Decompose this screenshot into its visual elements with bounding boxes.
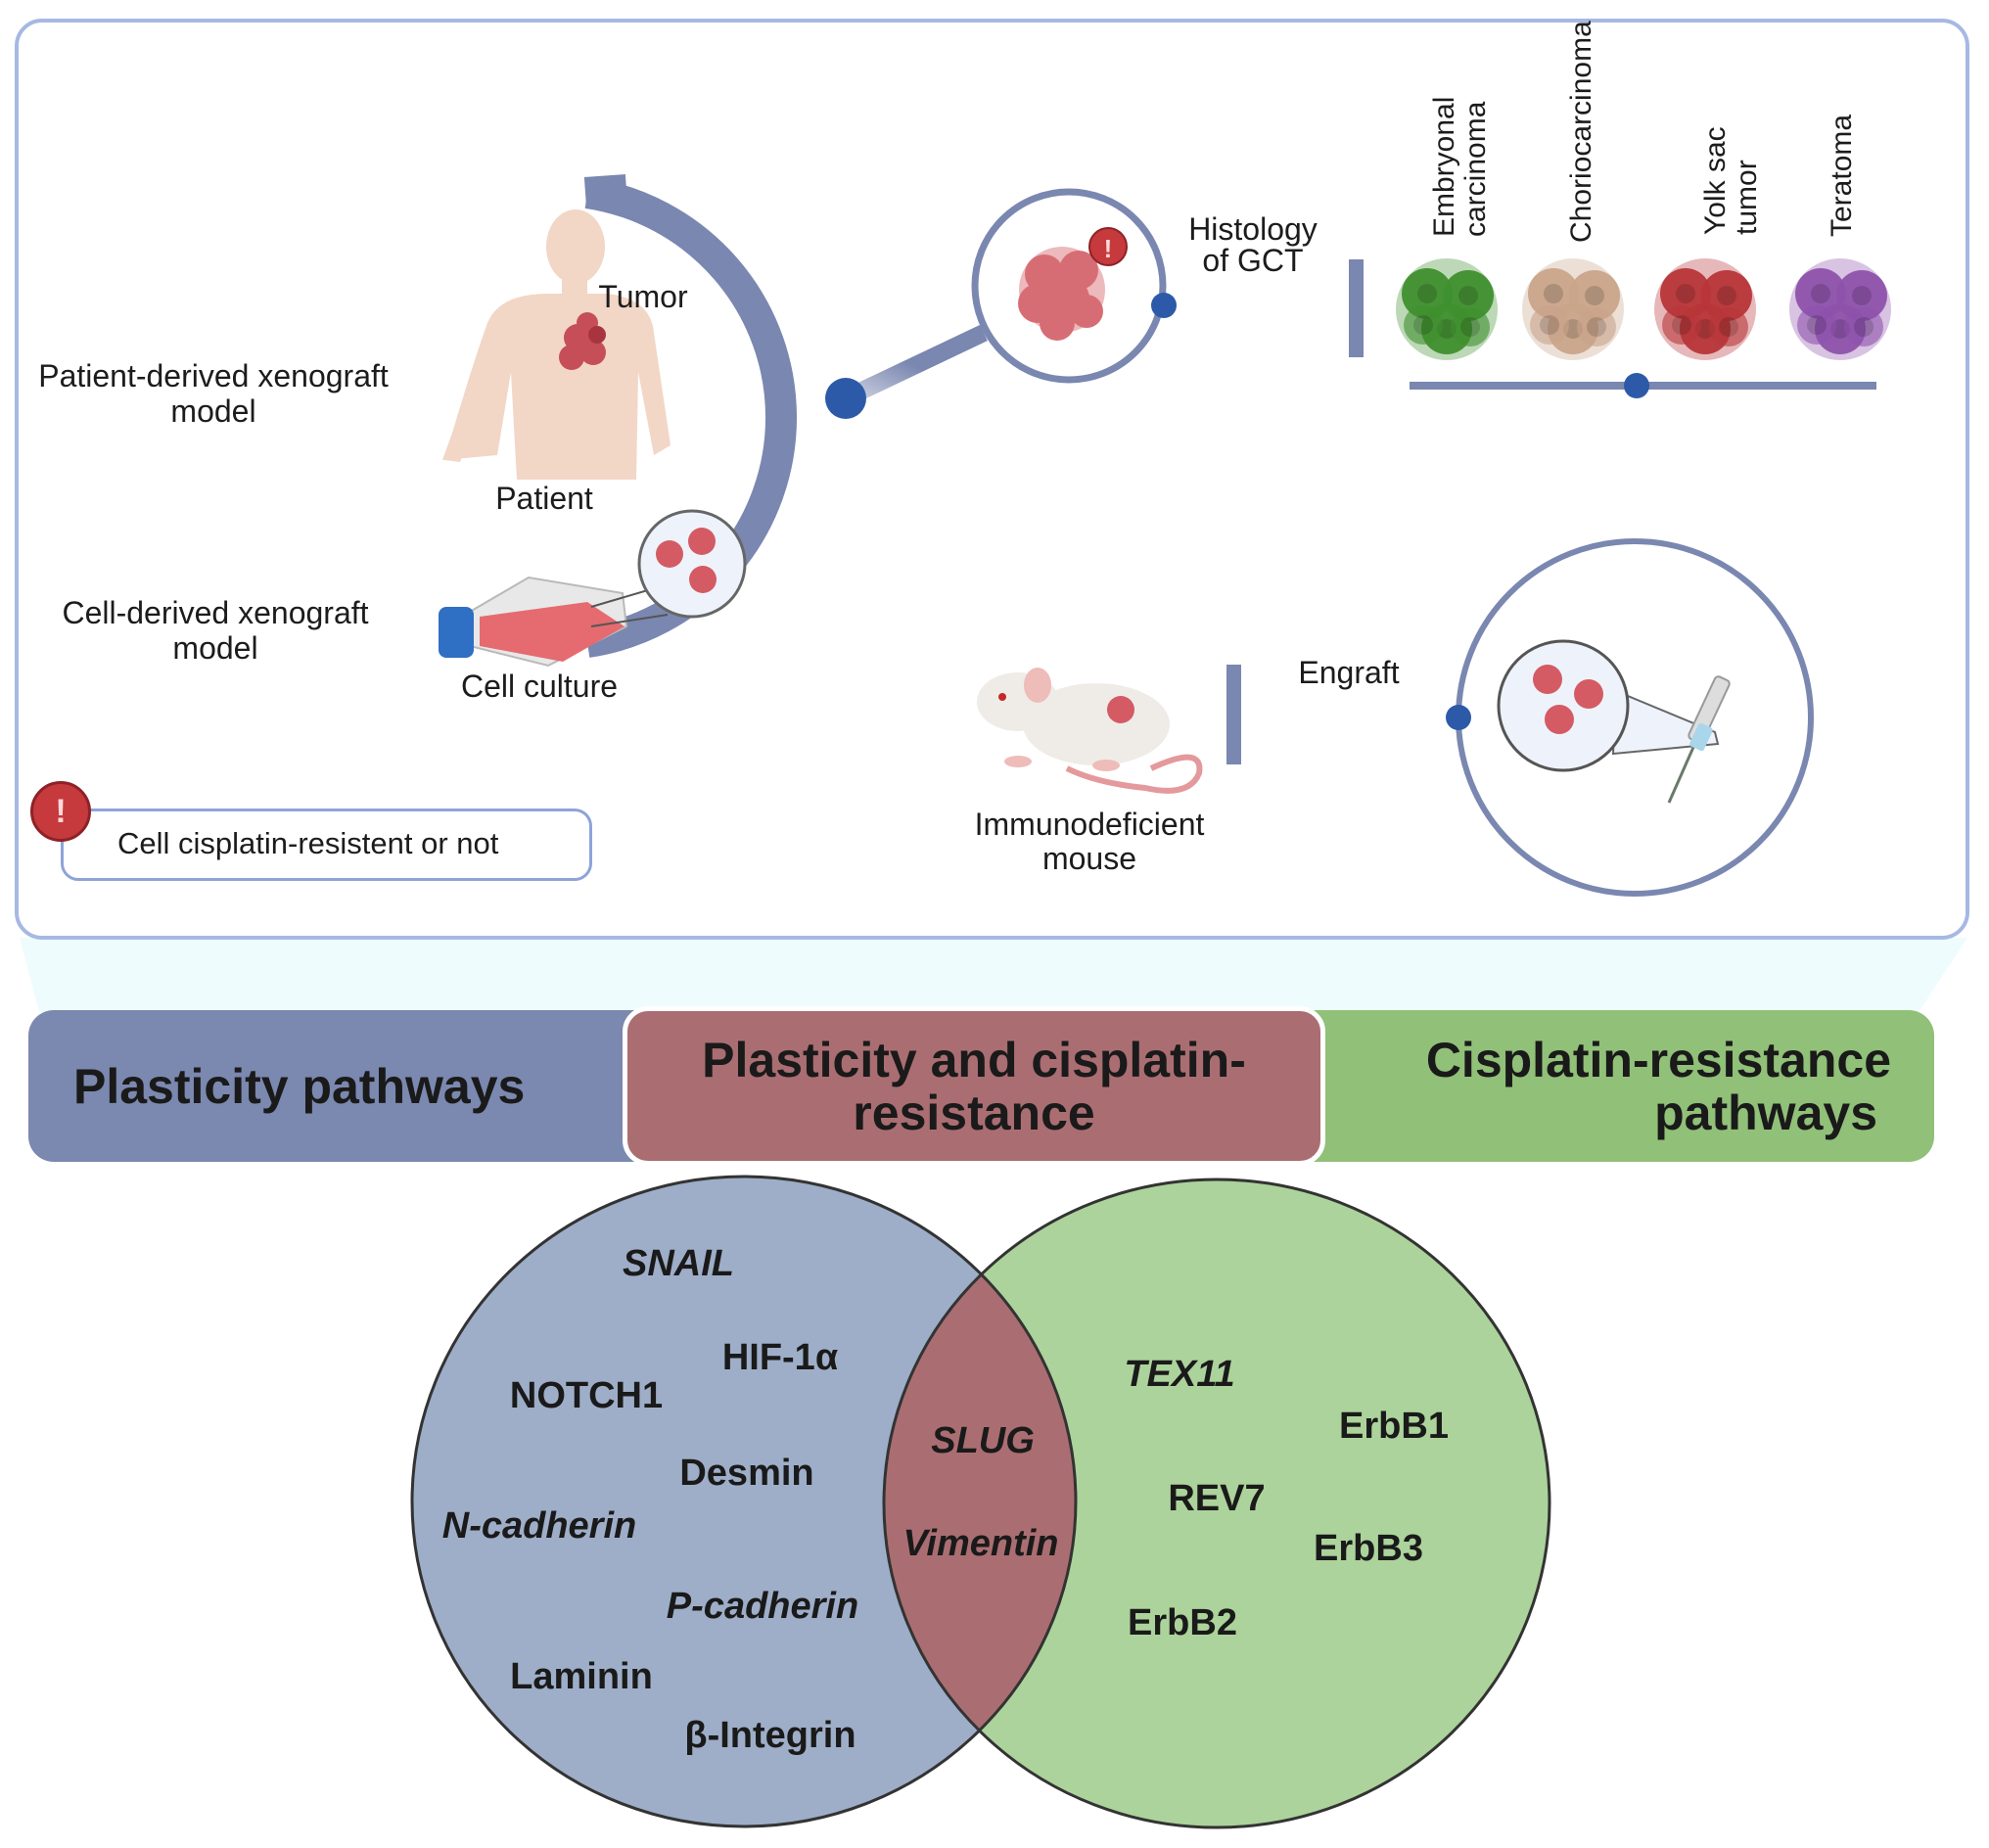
cell-culture-flask	[439, 509, 747, 668]
patient-label: Patient	[495, 481, 593, 516]
venn-plasticity-set	[412, 1177, 1076, 1826]
gene-label: β-Integrin	[684, 1715, 856, 1756]
gene-label: N-cadherin	[441, 1505, 637, 1547]
alert-legend-text: Cell cisplatin-resistent or not	[117, 826, 499, 860]
cell-culture-label: Cell culture	[460, 669, 619, 704]
venn-cisplatin-set	[884, 1179, 1550, 1827]
band-overlap: Plasticity and cisplatin- resistance	[623, 1006, 1325, 1166]
histology-type-yolk-sac: Yolk sac tumor	[1699, 126, 1763, 235]
cell-cluster-icon	[1396, 258, 1498, 360]
syringe-icon	[1611, 675, 1731, 804]
mouse-icon	[977, 668, 1203, 794]
gene-label: TEX11	[1124, 1354, 1235, 1395]
gene-label: ErbB2	[1128, 1602, 1237, 1643]
alert-legend-box	[61, 808, 592, 881]
gene-label-overlap: Vimentin	[902, 1523, 1059, 1564]
resistance-alert-icon: !	[1088, 227, 1128, 266]
cell-cluster-icon	[1522, 258, 1624, 360]
histology-label: Histology of GCT	[1188, 211, 1318, 278]
cell-cluster-icon	[1654, 258, 1756, 360]
band-plasticity: Plasticity pathways	[28, 1010, 655, 1162]
gene-label: Desmin	[679, 1453, 814, 1494]
arc-node	[825, 378, 866, 419]
cell-derived-label: Cell-derived xenograft model	[62, 595, 369, 666]
cluster-node	[1624, 373, 1649, 398]
patient-figure	[442, 209, 671, 480]
histology-bar	[1349, 259, 1364, 357]
engraft-label: Engraft	[1298, 655, 1400, 690]
engraft-node	[1446, 705, 1471, 730]
patient-derived-label: Patient-derived xenograft model	[38, 358, 389, 429]
gene-label: Laminin	[510, 1656, 653, 1697]
connector-line	[842, 324, 988, 407]
histology-type-choriocarcinoma: Choriocarcinoma	[1565, 21, 1597, 243]
exclamation-icon: !	[30, 781, 91, 842]
gene-label: SNAIL	[623, 1243, 734, 1284]
band-cisplatin: Cisplatin-resistance pathways	[1302, 1010, 1934, 1162]
tumor-icon	[559, 312, 606, 370]
gene-label: P-cadherin	[666, 1586, 859, 1627]
band-cisplatin-label: Cisplatin-resistance pathways	[1425, 1032, 1891, 1140]
histology-node	[1151, 293, 1177, 318]
zoom-funnel	[20, 938, 1967, 1012]
gene-label: NOTCH1	[509, 1375, 664, 1416]
tumor-label: Tumor	[598, 279, 688, 314]
mouse-label: Immunodeficient mouse	[974, 807, 1205, 876]
histology-type-embryonal: Embryonal carcinoma	[1428, 96, 1492, 237]
engraft-bar	[1226, 665, 1241, 764]
gene-label-overlap: SLUG	[931, 1420, 1035, 1461]
gene-label: REV7	[1168, 1478, 1266, 1519]
gene-label: ErbB3	[1314, 1528, 1423, 1569]
gene-label: ErbB1	[1339, 1406, 1449, 1447]
histology-type-teratoma: Teratoma	[1826, 114, 1858, 237]
band-overlap-label: Plasticity and cisplatin- resistance	[702, 1032, 1246, 1140]
tumor-cluster-icon	[1018, 247, 1105, 341]
histology-clusters	[1396, 258, 1891, 360]
band-plasticity-label: Plasticity pathways	[73, 1058, 526, 1114]
svg-text:!: !	[1104, 234, 1113, 263]
cell-cluster-icon	[1789, 258, 1891, 360]
gene-label: HIF-1α	[721, 1337, 839, 1378]
